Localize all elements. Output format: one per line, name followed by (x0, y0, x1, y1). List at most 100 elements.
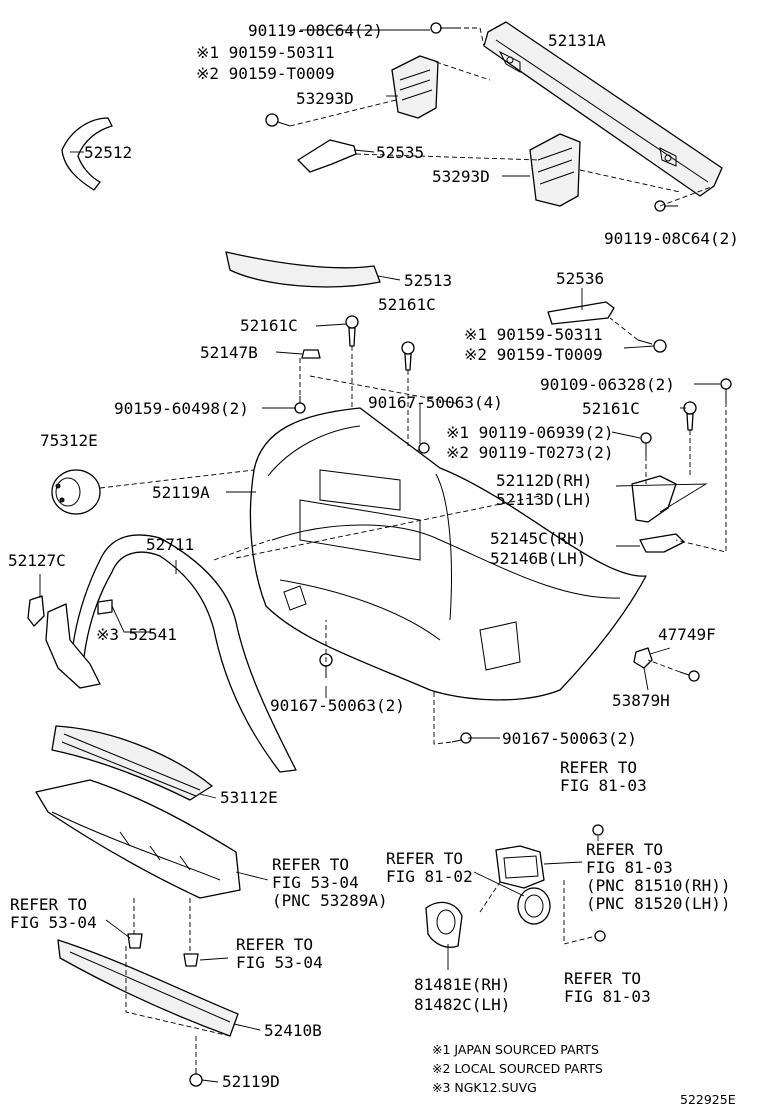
grille-53112e (51, 725, 213, 801)
label-90159-50311-l: ※1 90159-50311 (196, 43, 335, 62)
label-52513: 52513 (404, 271, 452, 290)
cover-52127c (27, 595, 45, 627)
nut-53879h (633, 647, 653, 669)
label-pnc-53289a: (PNC 53289A) (272, 891, 388, 910)
label-90167-50063-2b: 90167-50063(2) (502, 729, 637, 748)
label-52119a: 52119A (152, 483, 210, 502)
label-52512: 52512 (84, 143, 132, 162)
note-japan-sourced: ※1 JAPAN SOURCED PARTS (432, 1042, 599, 1057)
label-52145c: 52145C(RH) (490, 529, 586, 548)
label-53293d-top: 53293D (296, 89, 354, 108)
label-refer-81-03-top-2: FIG 81-03 (560, 776, 647, 795)
label-90119-08c64-bottom: 90119-08C64(2) (604, 229, 739, 248)
label-pnc-81510: (PNC 81510(RH)) (586, 876, 731, 895)
bolt-90119-08c64-top (430, 22, 456, 34)
label-53112e: 53112E (220, 788, 278, 807)
bracket-52535 (297, 139, 357, 173)
label-81482c: 81482C(LH) (414, 995, 510, 1014)
label-52119d: 52119D (222, 1072, 280, 1091)
label-refer-81-03-bot-1: REFER TO (564, 969, 641, 988)
energy-absorber-53293d-lower (529, 133, 581, 207)
label-52410b: 52410B (264, 1021, 322, 1040)
bumper-bracket-52112d (631, 475, 677, 523)
label-refer-53-04-b-2: FIG 53-04 (10, 913, 97, 932)
label-90119-08c64-top: 90119-08C64(2) (248, 21, 383, 40)
screw-47749f (679, 670, 700, 682)
label-52113d: 52113D(LH) (496, 490, 592, 509)
clip-52147b (301, 349, 321, 359)
screw-81-03-top (592, 824, 604, 836)
clip-53-04-left (127, 933, 143, 949)
molding-52711 (45, 534, 297, 773)
retainer-52145c (639, 533, 685, 553)
label-52131a: 52131A (548, 31, 606, 50)
label-refer-53-04-c-1: REFER TO (236, 935, 313, 954)
part-labels: 90119-08C64(2) 52131A ※1 90159-50311 ※2 … (8, 21, 739, 1091)
bracket-52512 (61, 117, 113, 191)
front-bumper-cover-52119a (249, 407, 647, 701)
label-52161c-left: 52161C (240, 316, 298, 335)
label-refer-81-03-top-1: REFER TO (560, 758, 637, 777)
label-53293d-bottom: 53293D (432, 167, 490, 186)
label-52127c: 52127C (8, 551, 66, 570)
label-75312e: 75312E (40, 431, 98, 450)
label-52146b: 52146B(LH) (490, 549, 586, 568)
screw-90159-60498 (294, 396, 306, 414)
bolt-90109-06328 (720, 378, 732, 402)
assembly-lines (99, 27, 727, 1068)
clip-53-04-right (183, 953, 199, 967)
label-90159-t0009-r: ※2 90159-T0009 (464, 345, 603, 364)
label-52161c-right: 52161C (582, 399, 640, 418)
lower-cover-53289a (35, 779, 241, 899)
note-ngk: ※3 NGK12.SUVG (432, 1080, 537, 1095)
energy-absorber-53293d-upper (391, 55, 439, 119)
label-90119-06939: ※1 90119-06939(2) (446, 423, 614, 442)
screw-90159-50311-right (637, 339, 667, 353)
leader-lines (39, 29, 720, 1083)
clip-52161c-left (401, 341, 415, 371)
fog-lamp-ring-81-02 (517, 887, 551, 925)
label-refer-53-04-c-2: FIG 53-04 (236, 953, 323, 972)
label-refer-81-03-bot-2: FIG 81-03 (564, 987, 651, 1006)
screw-81-03-bottom (594, 930, 606, 942)
label-47749f: 47749F (658, 625, 716, 644)
emblem-75312e (51, 469, 101, 515)
label-refer-81-02-2: FIG 81-02 (386, 867, 473, 886)
clip-52161c-mid (345, 315, 359, 347)
label-52541: ※3 52541 (96, 625, 177, 644)
label-90119-t0273: ※2 90119-T0273(2) (446, 443, 614, 462)
fog-lamp-81510 (495, 845, 545, 889)
label-90159-60498: 90159-60498(2) (114, 399, 249, 418)
clip-52119d (189, 1068, 203, 1087)
label-90167-50063-4: 90167-50063(4) (368, 393, 503, 412)
source-notes: ※1 JAPAN SOURCED PARTS ※2 LOCAL SOURCED … (432, 1042, 603, 1095)
label-90167-50063-2a: 90167-50063(2) (270, 696, 405, 715)
label-pnc-81520: (PNC 81520(LH)) (586, 894, 731, 913)
label-52112d: 52112D(RH) (496, 471, 592, 490)
lower-spoiler-52410b (57, 939, 239, 1037)
pad-52541 (97, 599, 113, 615)
clip-52161c-right (683, 401, 697, 431)
label-52161c-mid: 52161C (378, 295, 436, 314)
label-refer-81-02-1: REFER TO (386, 849, 463, 868)
label-90109-06328: 90109-06328(2) (540, 375, 675, 394)
label-81481e: 81481E(RH) (414, 975, 510, 994)
label-52711: 52711 (146, 535, 194, 554)
fog-lamp-cover-81481e (425, 901, 463, 948)
label-52536: 52536 (556, 269, 604, 288)
bracket-52536 (547, 301, 615, 325)
bolt-90119-06939 (640, 432, 652, 456)
diagram-id: 522925E (680, 1092, 736, 1107)
label-refer-81-03-mid-1: REFER TO (586, 840, 663, 859)
label-refer-53-04-b-1: REFER TO (10, 895, 87, 914)
label-52535: 52535 (376, 143, 424, 162)
spoiler-52513 (225, 251, 381, 288)
bolt-90119-08c64-bottom (654, 200, 678, 212)
label-90159-t0009-l: ※2 90159-T0009 (196, 64, 335, 83)
label-refer-53-04-a-1: REFER TO (272, 855, 349, 874)
screw-90159-50311-left (265, 113, 291, 127)
label-53879h: 53879H (612, 691, 670, 710)
label-refer-53-04-a-2: FIG 53-04 (272, 873, 359, 892)
label-90159-50311-r: ※1 90159-50311 (464, 325, 603, 344)
